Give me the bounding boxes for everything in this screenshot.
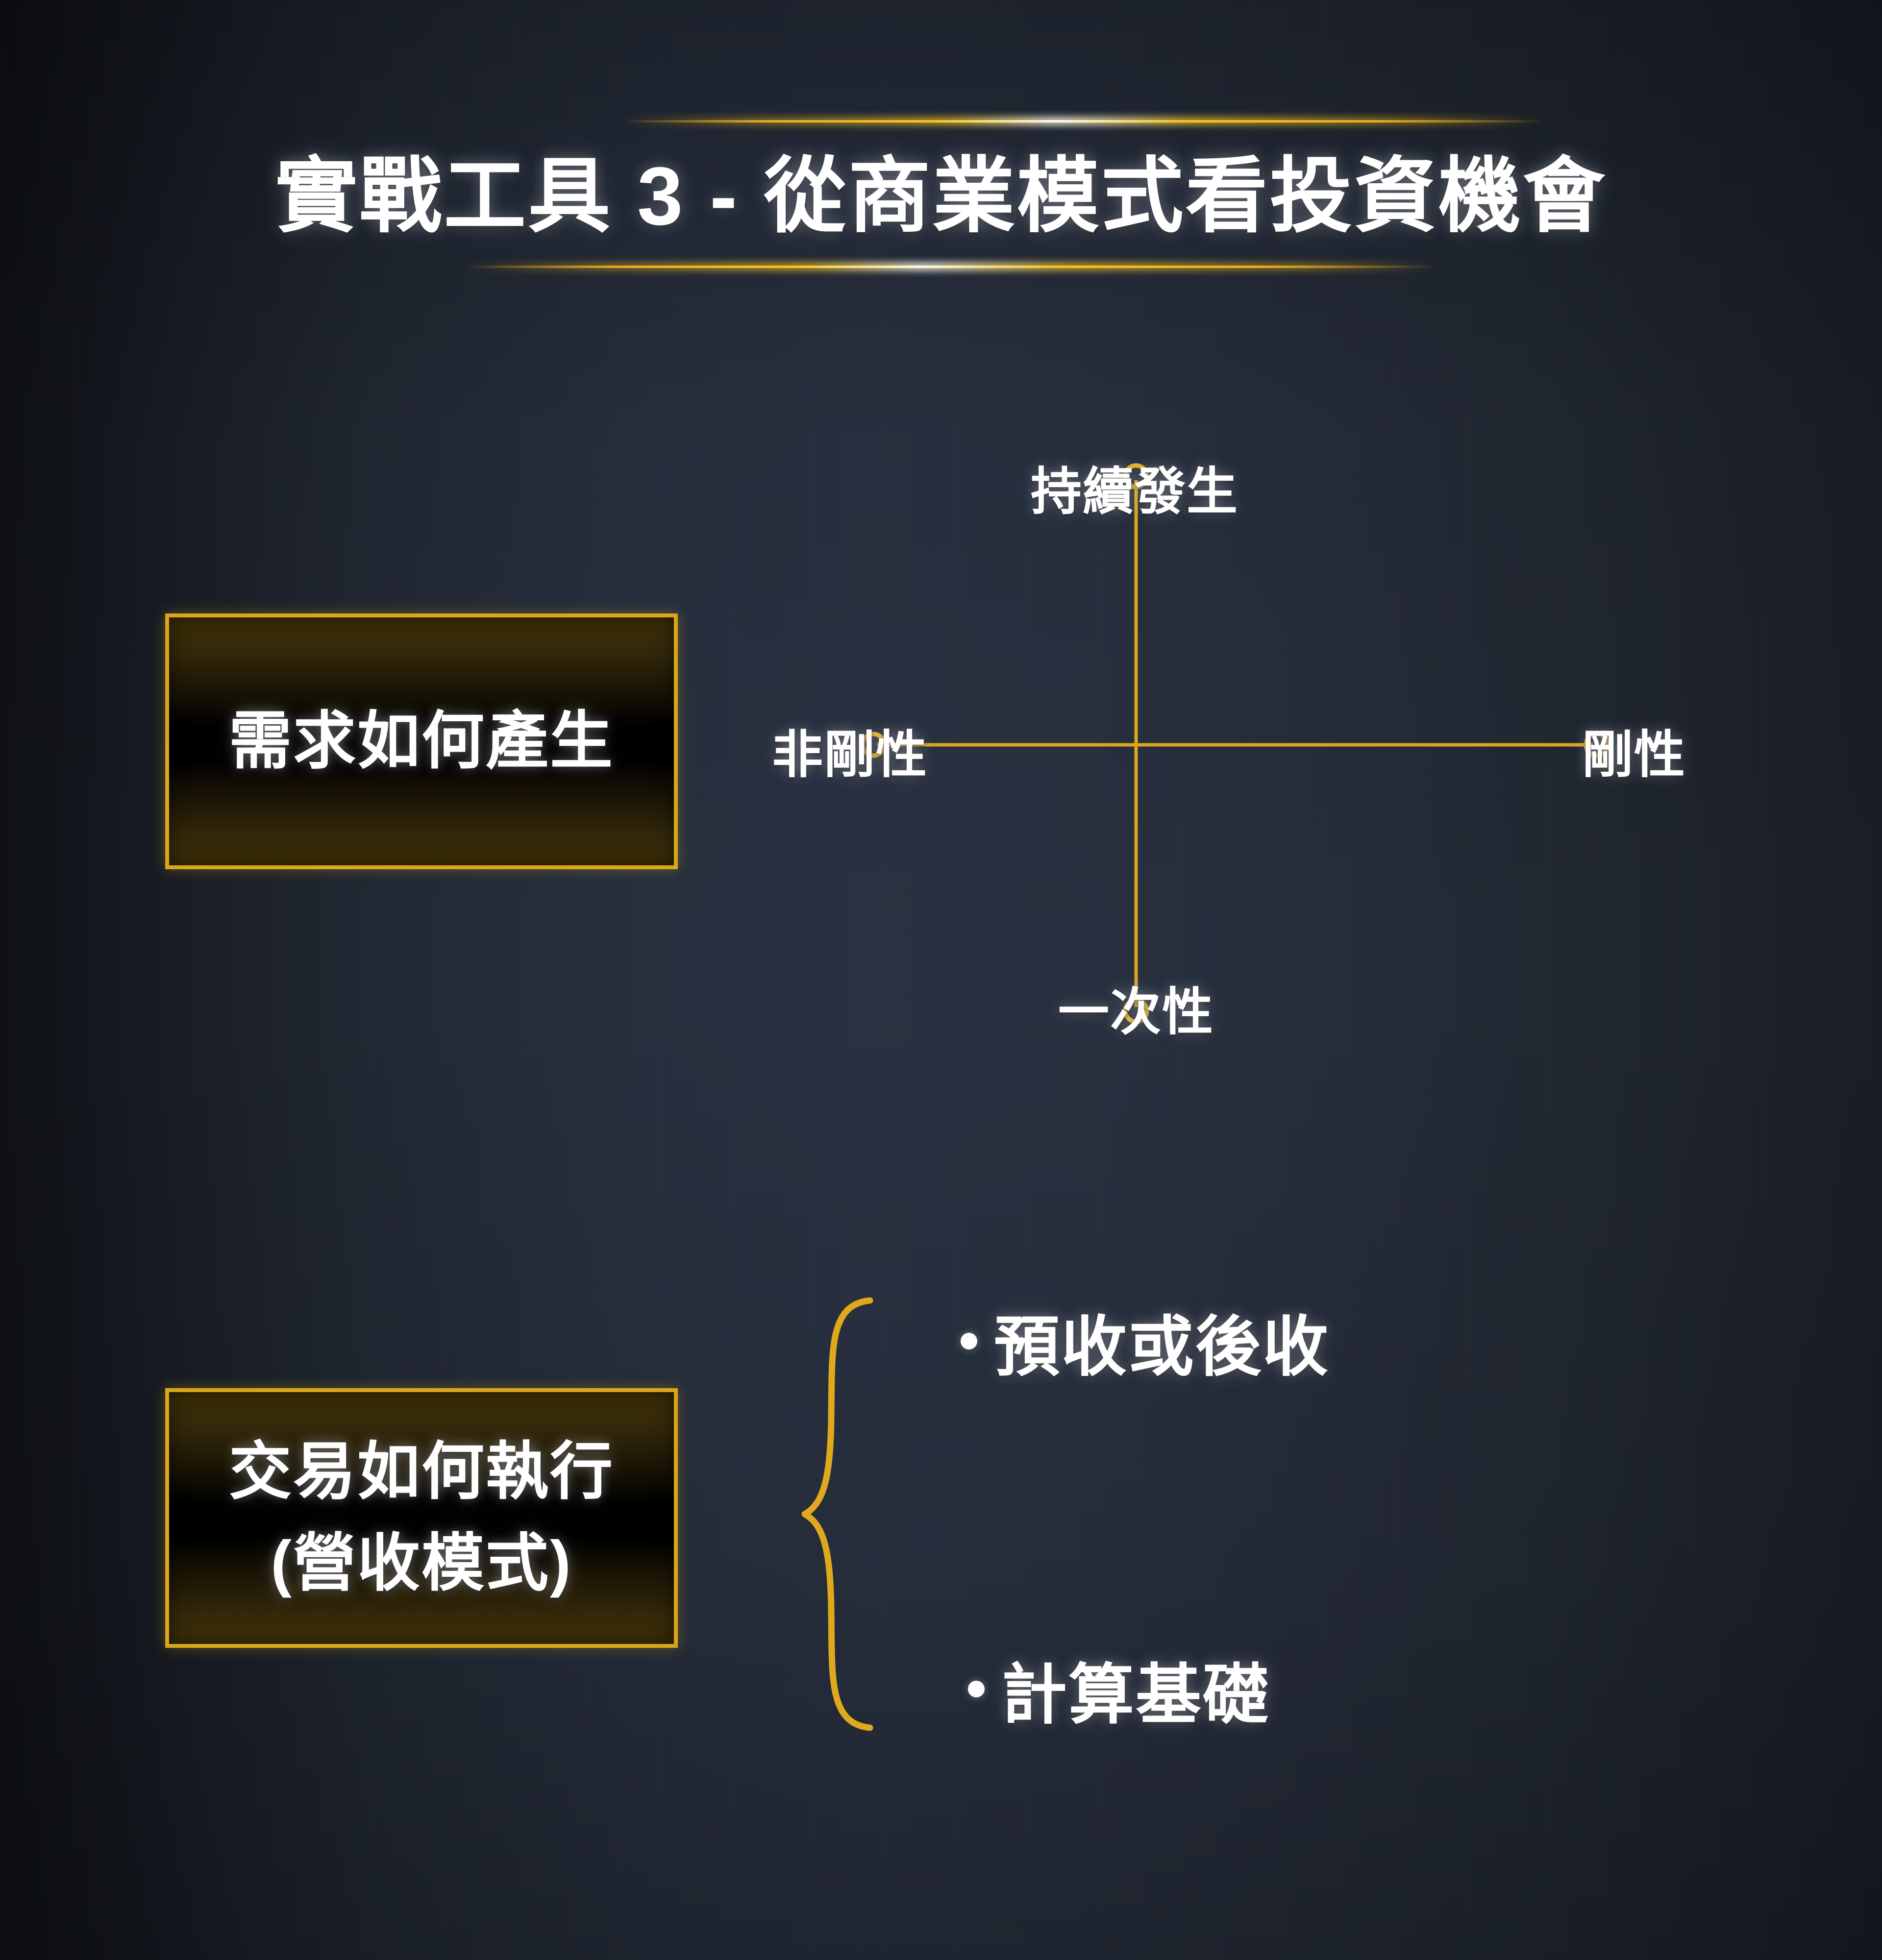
brace-svg <box>801 1297 873 1731</box>
axis-label-right: 剛性 <box>1582 727 1686 784</box>
axis-cross-diagram <box>730 431 1691 1063</box>
revenue-box: 交易如何執行 (營收模式) <box>165 1388 678 1648</box>
revenue-brace <box>769 1294 897 1735</box>
list-item: 預收或後收 <box>961 1294 1330 1389</box>
revenue-box-label-line2: (營收模式) <box>271 1528 572 1598</box>
bullet-dot-icon <box>961 1333 977 1349</box>
divider-core <box>622 120 1544 122</box>
axis-cross-svg <box>860 463 1610 1024</box>
demand-box-label: 需求如何產生 <box>228 706 614 776</box>
brace-path <box>801 1297 873 1731</box>
title-divider-top <box>622 117 1544 125</box>
title-block: 實戰工具 3 - 從商業模式看投資機會 <box>0 117 1882 271</box>
axis-marker-left-icon <box>860 732 887 758</box>
revenue-box-label-line1: 交易如何執行 <box>228 1437 614 1507</box>
bullet-dot-icon <box>968 1681 985 1697</box>
axis-label-bottom: 一次性 <box>1058 984 1214 1041</box>
revenue-item-label: 計算基礎 <box>1001 1659 1270 1732</box>
axis-marker-right-icon <box>1584 732 1610 758</box>
axis-label-left: 非剛性 <box>772 727 928 784</box>
list-item: 計算基礎 <box>968 1642 1270 1737</box>
divider-core <box>466 265 1436 268</box>
title-divider-bottom <box>466 262 1436 271</box>
page-title: 實戰工具 3 - 從商業模式看投資機會 <box>275 150 1607 242</box>
demand-box: 需求如何產生 <box>165 613 678 869</box>
axis-marker-top-icon <box>1123 463 1149 490</box>
axis-marker-bottom-icon <box>1123 998 1149 1024</box>
revenue-item-label: 預收或後收 <box>994 1311 1330 1384</box>
axis-label-top: 持續發生 <box>1030 464 1239 520</box>
